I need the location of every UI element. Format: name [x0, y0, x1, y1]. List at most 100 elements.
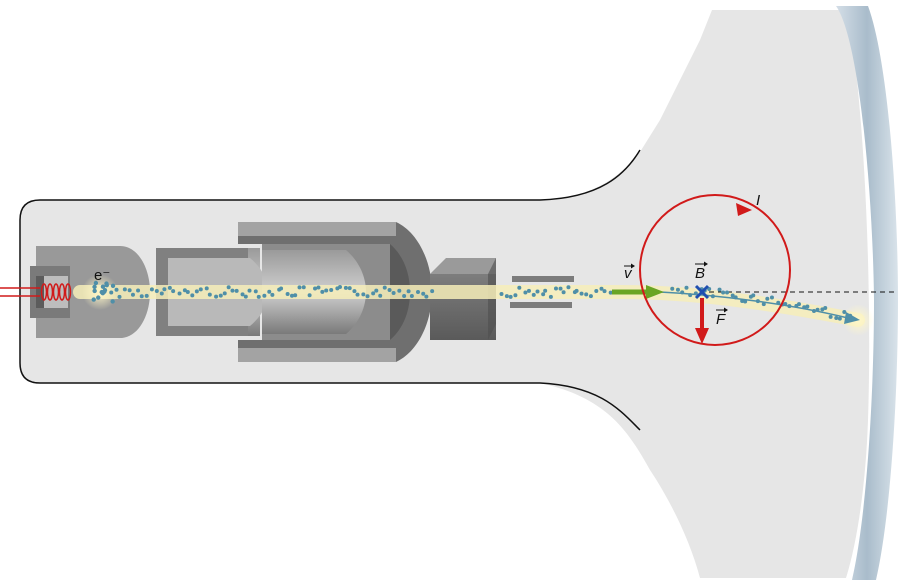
electron-dot [517, 285, 522, 290]
field-label: B [695, 265, 705, 282]
electron-dot [110, 283, 116, 288]
electron-dot [352, 289, 357, 294]
electron-dot [329, 287, 334, 292]
electron-dot [159, 291, 164, 296]
electron-dot [823, 306, 828, 311]
electron-dot [337, 285, 342, 290]
velocity-arrow [612, 285, 664, 299]
electron-dot [675, 287, 680, 292]
electron-dot [222, 291, 227, 296]
heating-coil-icon [0, 283, 72, 301]
electron-dot [430, 289, 435, 294]
velocity-label-group: v [624, 263, 635, 282]
electron-dot [230, 288, 235, 293]
deflected-trajectory [659, 291, 849, 319]
electron-dot [740, 299, 745, 304]
electron-dot [765, 296, 770, 301]
electron-dot [307, 293, 312, 298]
electron-dot [301, 285, 306, 290]
force-arrow [695, 298, 709, 344]
tube-outline-top [40, 149, 641, 201]
electron-dot [234, 288, 239, 293]
electron-dot [285, 291, 290, 296]
electron-dot [828, 314, 833, 319]
electron-dot [316, 285, 321, 290]
electron-dot [797, 302, 802, 307]
force-label: F [716, 311, 726, 328]
tube-outline-left [19, 199, 641, 431]
electron-dot [837, 316, 842, 321]
electron-dot [218, 293, 223, 298]
force-label-group: F [716, 307, 728, 328]
electron-dot [584, 292, 589, 297]
electron-dot [508, 294, 513, 299]
electron-dot [243, 294, 248, 299]
electron-dot [594, 288, 599, 293]
electron-dot [144, 293, 149, 298]
electron-dot [117, 294, 122, 299]
electron-dot [267, 289, 272, 294]
electron-dot [579, 291, 584, 296]
electron-dot [149, 287, 154, 292]
velocity-label: v [624, 265, 633, 282]
electron-dot [177, 291, 182, 296]
electron-dot [93, 280, 99, 286]
electron-dot [588, 294, 593, 299]
electron-dot [374, 288, 379, 293]
electron-dot [526, 288, 531, 293]
electron-dot [92, 284, 97, 290]
electron-dot [684, 285, 689, 290]
electron-dot [130, 292, 135, 297]
electron-dot [114, 287, 119, 292]
phosphor-screen [836, 6, 898, 580]
electron-dot [190, 293, 195, 298]
electron-dot [561, 290, 566, 295]
electron-dot [91, 297, 96, 302]
electron-dot [424, 294, 429, 299]
field-label-group: B [695, 261, 708, 282]
electron-dot [608, 290, 613, 295]
electron-dot [730, 293, 735, 298]
electron-dot [100, 284, 106, 289]
electron-dots [91, 280, 853, 321]
electron-dot [110, 299, 115, 304]
electron-dot [670, 286, 675, 291]
electron-dot [102, 289, 107, 294]
electron-dot [247, 288, 252, 293]
electron-dot [543, 288, 548, 293]
electron-dot [313, 286, 318, 291]
electron-dot [707, 286, 712, 291]
electron-dot [365, 294, 370, 299]
electron-dot [185, 289, 190, 294]
electron-dot [289, 293, 294, 298]
electron-dot [293, 293, 298, 298]
electron-dot [297, 285, 302, 290]
electron-dot [253, 289, 258, 294]
electron-dot [240, 292, 245, 297]
electron-dot [842, 309, 847, 314]
electron-dot [96, 295, 101, 300]
current-label: I [756, 192, 760, 209]
electron-dot [162, 287, 167, 292]
electron-dot [154, 289, 159, 294]
electron-dot [262, 293, 267, 298]
electron-dot [136, 288, 141, 293]
electron-dot [523, 290, 528, 295]
cross-into-page-icon [694, 284, 710, 300]
electron-dot [805, 304, 810, 309]
electron-dot [574, 288, 579, 293]
electron-dot [256, 294, 261, 299]
electron-dot [355, 292, 360, 297]
electron-dot [382, 285, 387, 290]
deflection-plates [510, 276, 574, 308]
electron-dot [182, 288, 187, 293]
electron-dot [207, 292, 212, 297]
electron-dot [109, 290, 114, 295]
electron-dot [347, 286, 352, 291]
electron-dot [139, 294, 144, 299]
electron-dot [834, 316, 839, 321]
electron-dot [204, 286, 209, 291]
electron-dot [371, 291, 376, 296]
electron-dot [751, 293, 756, 298]
electron-dot [122, 287, 127, 292]
